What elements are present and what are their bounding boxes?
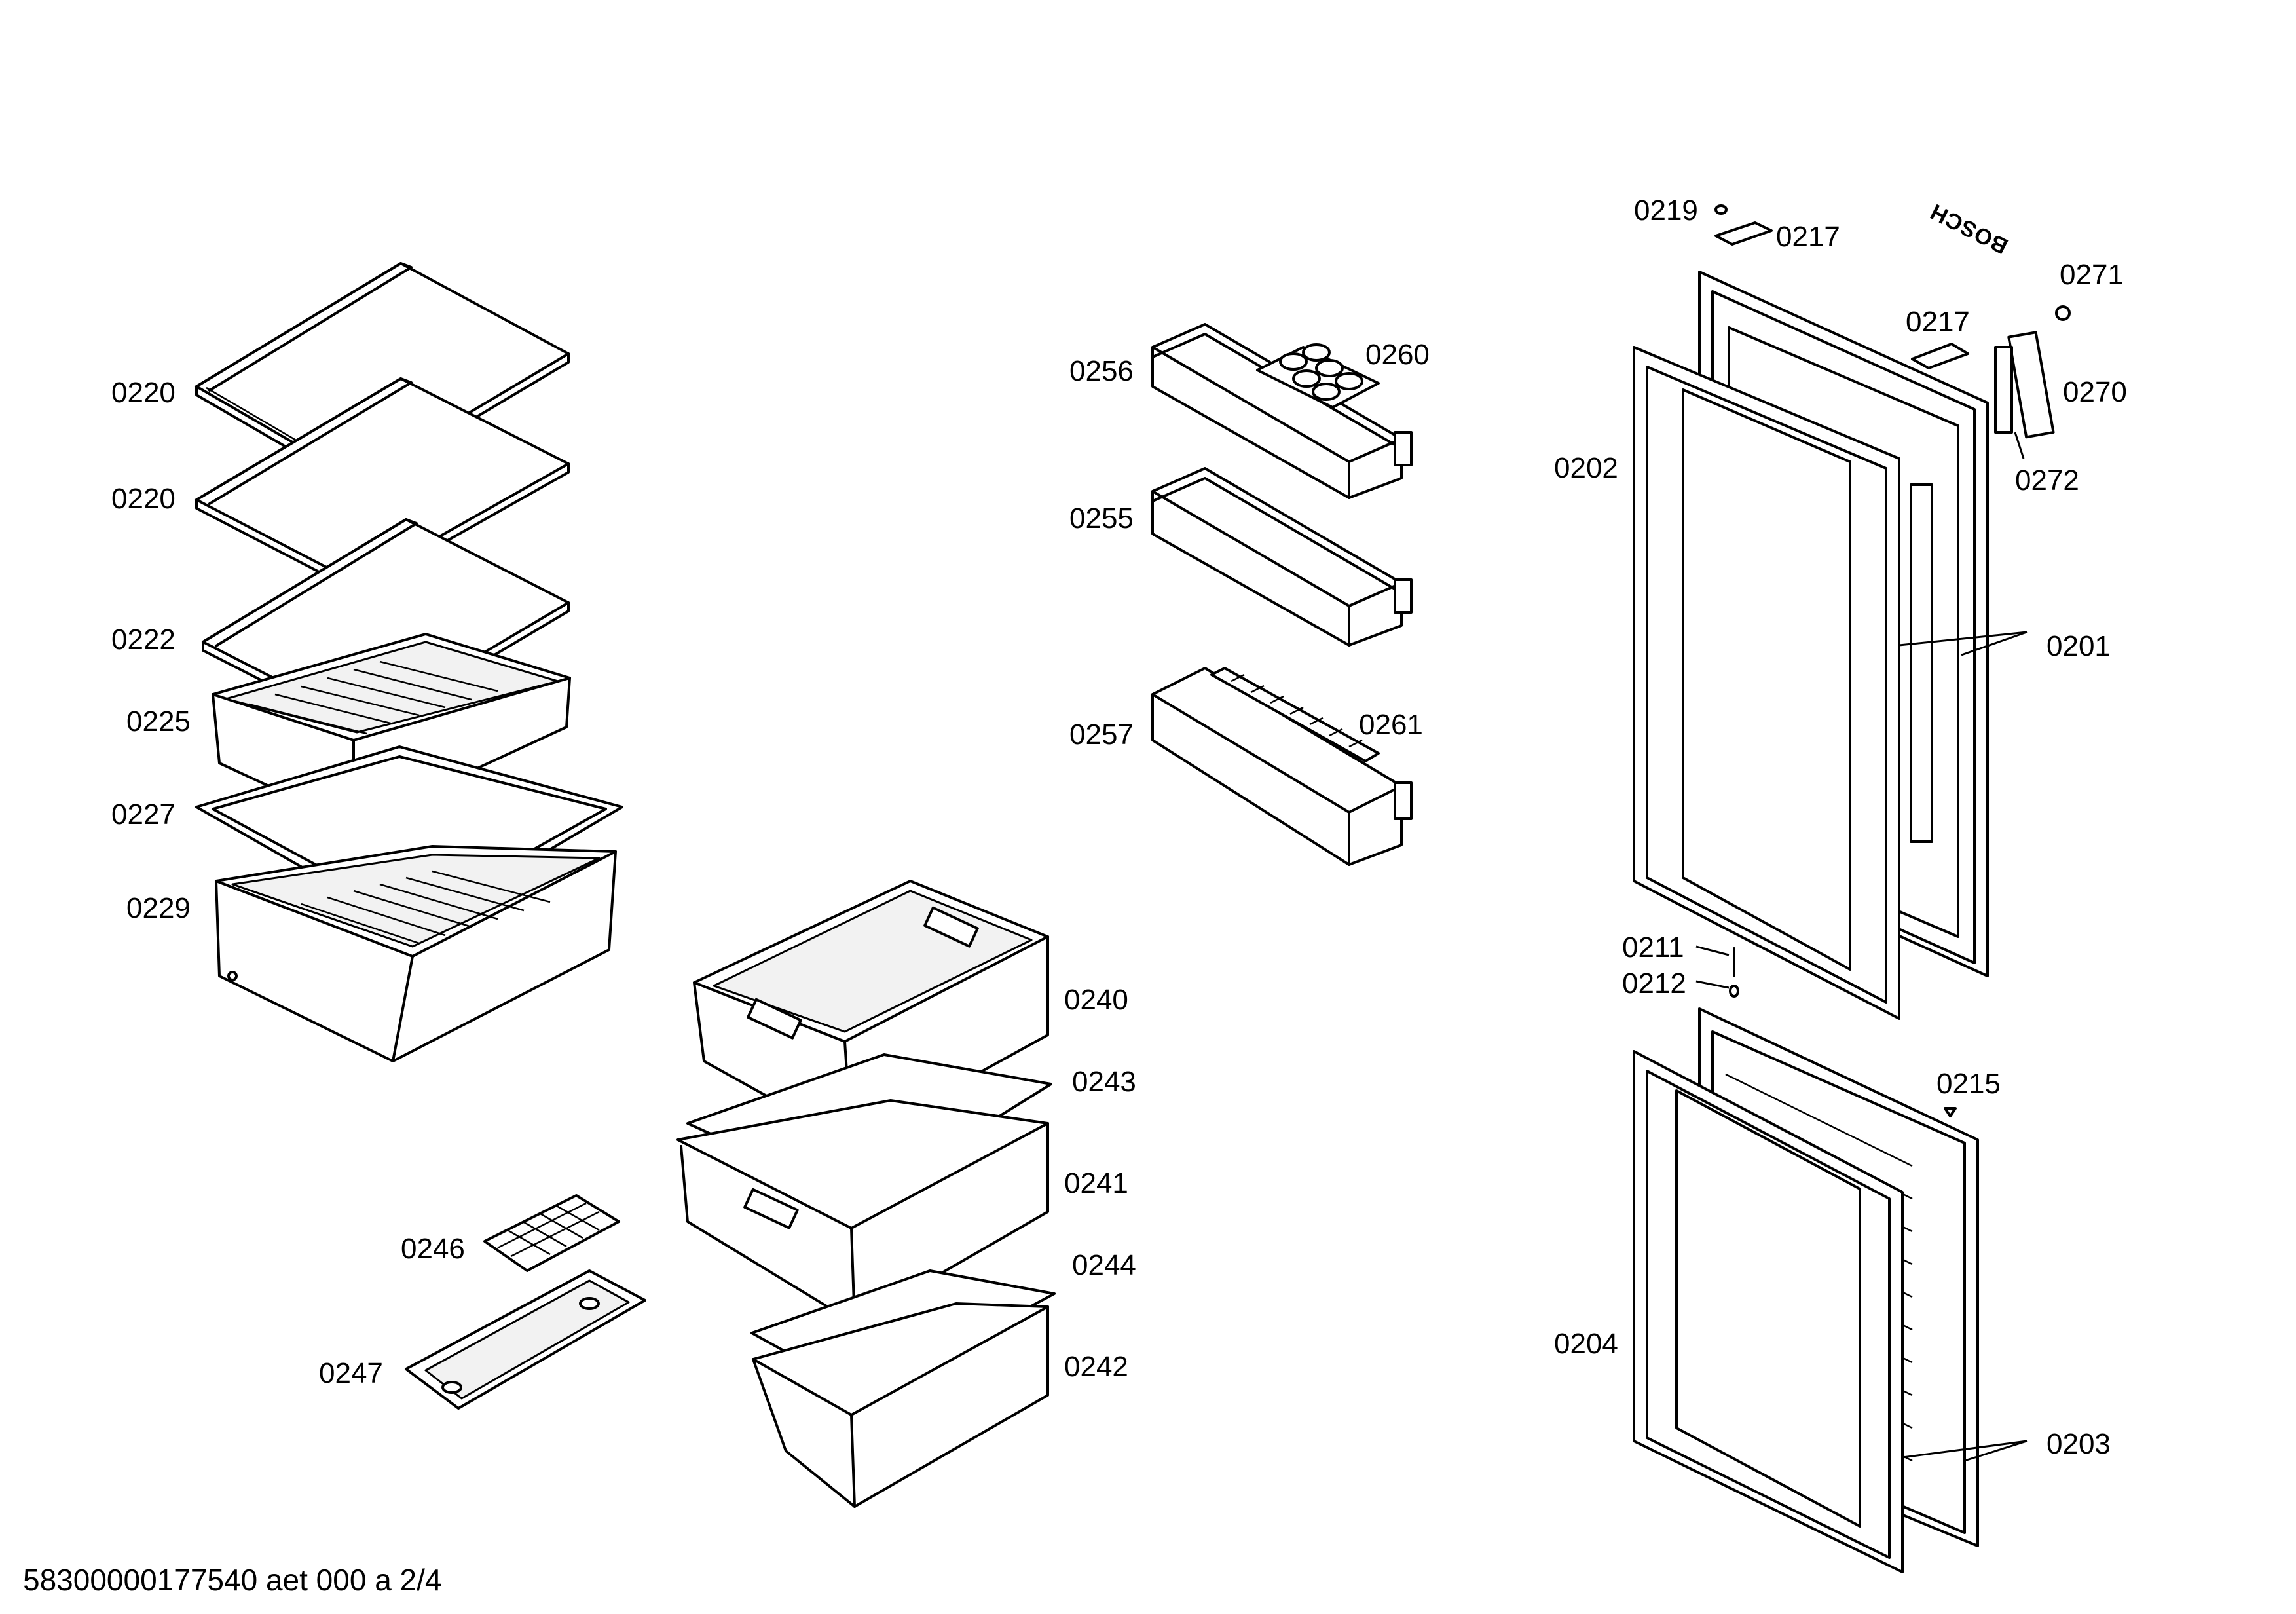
leader-lines	[1695, 432, 2028, 1462]
label-0225: 0225	[126, 705, 191, 738]
vegetable-drawer-0229	[215, 845, 617, 1062]
label-0217-right: 0217	[1906, 306, 1970, 338]
egg-tray-0260	[1256, 343, 1380, 409]
label-0271: 0271	[2060, 259, 2124, 291]
door-gasket-0204	[1633, 1050, 1904, 1573]
label-0222: 0222	[111, 624, 176, 656]
label-0270: 0270	[2063, 376, 2127, 408]
small-parts	[1714, 204, 2071, 1117]
label-0255: 0255	[1069, 502, 1134, 535]
bottle-holder-0261	[1210, 667, 1380, 762]
document-footer: 58300000177540 aet 000 a 2/4	[23, 1563, 442, 1597]
label-0215: 0215	[1936, 1068, 2001, 1100]
label-0246: 0246	[401, 1233, 465, 1265]
label-0257: 0257	[1069, 719, 1134, 751]
label-0229: 0229	[126, 892, 191, 924]
label-0201: 0201	[2046, 630, 2111, 662]
label-0227: 0227	[111, 798, 176, 831]
label-0219: 0219	[1634, 195, 1698, 227]
label-0203: 0203	[2046, 1428, 2111, 1460]
label-0256: 0256	[1069, 355, 1134, 387]
label-0240: 0240	[1064, 984, 1128, 1016]
label-0261: 0261	[1359, 709, 1423, 741]
bottle-balcony-0257	[1151, 667, 1413, 866]
freezer-drawer-0241	[676, 1099, 1049, 1324]
freezer-drawer-0242	[752, 1302, 1049, 1508]
shelf-0220-middle	[195, 377, 570, 593]
label-0204: 0204	[1554, 1328, 1618, 1360]
label-0242: 0242	[1064, 1351, 1128, 1383]
label-0202: 0202	[1554, 452, 1618, 484]
label-0244: 0244	[1072, 1249, 1136, 1281]
ice-cube-container-0247	[405, 1269, 646, 1410]
label-0243: 0243	[1072, 1066, 1136, 1098]
label-0260: 0260	[1365, 339, 1430, 371]
label-0272: 0272	[2015, 464, 2079, 497]
label-0217-left: 0217	[1776, 221, 1840, 253]
door-balcony-0256	[1151, 323, 1413, 499]
label-0212: 0212	[1622, 967, 1686, 1000]
label-0247: 0247	[319, 1357, 383, 1389]
label-0220-middle: 0220	[111, 483, 176, 515]
ice-tray-0246	[483, 1194, 620, 1272]
label-0220-top: 0220	[111, 377, 176, 409]
label-0241: 0241	[1064, 1167, 1128, 1199]
door-gasket-0202	[1633, 346, 1900, 1020]
door-balcony-0255	[1151, 467, 1413, 647]
label-0211: 0211	[1622, 931, 1684, 964]
